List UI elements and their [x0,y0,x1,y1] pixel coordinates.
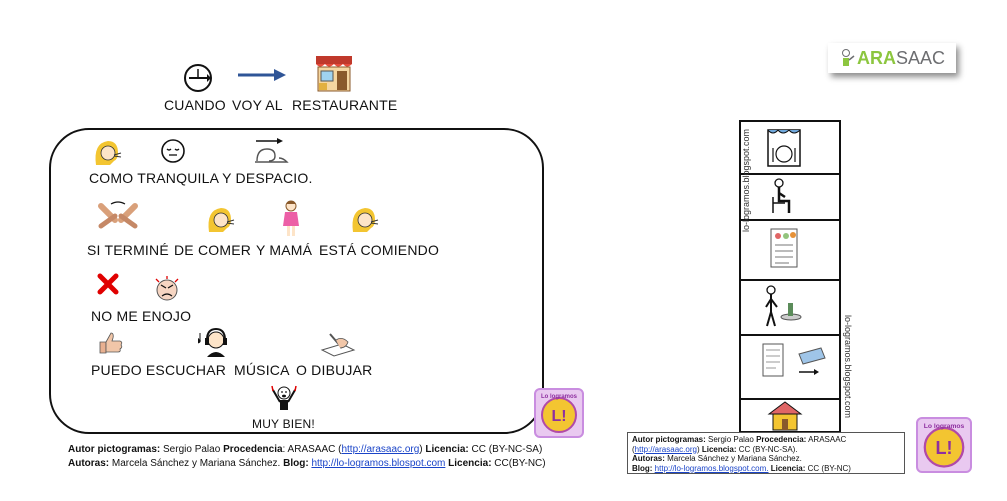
home-icon [767,401,803,431]
clock-arrow-icon [183,63,213,98]
strip-cell-home [741,400,839,431]
badge-top-text: Lo logramos [924,423,965,430]
credit-label: Licencia: [701,444,737,454]
arasaac-logo-part1: ARA [856,47,896,68]
thumbs-up-icon [97,331,125,360]
girl-eating-icon [349,204,381,239]
credit-label: Procedencia: [756,435,807,444]
row2-word-de-comer: DE COMER [174,242,252,258]
snail-slow-icon [252,137,290,172]
credit-label: Autor pictogramas: [632,435,706,444]
story-frame [49,128,544,434]
strip-cell-waiter [741,281,839,336]
arrow-right-icon [238,68,286,87]
badge-top-text: Lo logramos [541,394,578,400]
credit-value: Marcela Sánchez y Mariana Sánchez. [109,458,284,469]
lo-logramos-badge: L! Lo logramos [916,417,972,473]
girl-eating-icon [205,204,237,239]
row2-word-y-mama: Y MAMÁ [256,242,313,258]
credit-box-line-3: Autoras: Marcela Sánchez y Mariana Sánch… [632,454,900,464]
girl-eating-icon [92,137,124,172]
strip-side-text-right: lo-logramos.blogspot.com [843,315,853,419]
picto-strip [739,120,841,433]
credit-box-line-2: (http://arasaac.org) Licencia: CC (BY-NC… [632,445,900,455]
strip-cell-menu [741,221,839,281]
credit-box: Autor pictogramas: Sergio Palao Proceden… [627,432,905,474]
credit-label: Autoras: [632,454,665,463]
credit-value: CC(BY-NC) [491,458,546,469]
credits-line-2: Autoras: Marcela Sánchez y Mariana Sánch… [68,457,546,471]
header-word-voy-al: VOY AL [232,97,283,113]
row1-text: COMO TRANQUILA Y DESPACIO. [89,170,313,186]
badge-letter: L! [935,438,952,458]
strip-cell-pay [741,336,839,400]
strip-cell-sit [741,175,839,221]
arasaac-logo-part2: SAAC [895,47,946,68]
pay-bill-icon [762,343,826,377]
credit-value: ) [696,444,702,454]
row4-word-o-dibujar: O DIBUJAR [296,362,373,378]
credit-value: : ARASAAC ( [282,444,342,455]
credit-box-line-1: Autor pictogramas: Sergio Palao Proceden… [632,435,900,445]
finished-gesture-icon [97,200,139,237]
row4-word-musica: MÚSICA [234,362,290,378]
row2-word-si-termine: SI TERMINÉ [87,242,169,258]
row5-text: MUY BIEN! [252,417,315,431]
menu-card-icon [770,228,798,268]
strip-side-text-left: lo-logramos.blogspot.com [741,128,751,232]
blog-link[interactable]: http://lo-logramos.blogspot.com. [654,463,769,473]
blog-link[interactable]: http://lo-logramos.blospot.com [311,458,446,469]
listen-music-icon [195,327,232,364]
lo-logramos-badge: L! Lo logramos [534,388,584,438]
credit-value: CC (BY-NC-SA) [468,444,543,455]
sitting-person-icon [772,178,791,213]
credit-value: ( [632,444,635,454]
credit-label: Licencia: [768,463,806,473]
credit-label: Procedencia [223,444,283,455]
credit-label: Blog: [632,463,653,473]
credit-label: Autor pictogramas: [68,444,161,455]
mother-icon [282,200,300,243]
credit-value: Sergio Palao [705,435,757,444]
no-cross-icon [97,273,119,300]
arasaac-mascot-icon [841,49,855,66]
credits-line-1: Autor pictogramas: Sergio Palao Proceden… [68,443,542,457]
draw-icon [320,330,356,363]
credit-value: Marcela Sánchez y Mariana Sánchez. [664,454,802,463]
credit-value: ARASAAC [806,435,847,444]
header-word-restaurante: RESTAURANTE [292,97,398,113]
credit-value: Sergio Palao [160,444,224,455]
credit-value: ) [419,444,426,455]
row3-text: NO ME ENOJO [91,308,192,324]
credit-label: Licencia: [448,458,492,469]
row4-word-puedo-escuchar: PUEDO ESCUCHAR [91,362,227,378]
strip-cell-restaurant [741,122,839,175]
credit-value: CC (BY-NC-SA). [736,444,798,454]
credit-label: Licencia: [425,444,469,455]
arasaac-link[interactable]: http://arasaac.org [634,444,697,454]
header-word-cuando: CUANDO [164,97,226,113]
row2-word-esta-comiendo: ESTÁ COMIENDO [319,242,440,258]
credit-label: Autoras: [68,458,110,469]
restaurant-plate-icon [767,129,801,167]
waiter-icon [765,285,802,327]
credit-label: Blog: [283,458,309,469]
restaurant-icon [313,53,355,98]
arasaac-link[interactable]: http://arasaac.org [341,444,420,455]
cheering-person-icon [270,384,298,419]
badge-letter: L! [551,408,566,425]
angry-face-icon [153,275,181,308]
credit-value: CC (BY-NC) [805,463,851,473]
calm-face-icon [160,138,186,169]
credit-box-line-4: Blog: http://lo-logramos.blogspot.com. L… [632,464,900,474]
